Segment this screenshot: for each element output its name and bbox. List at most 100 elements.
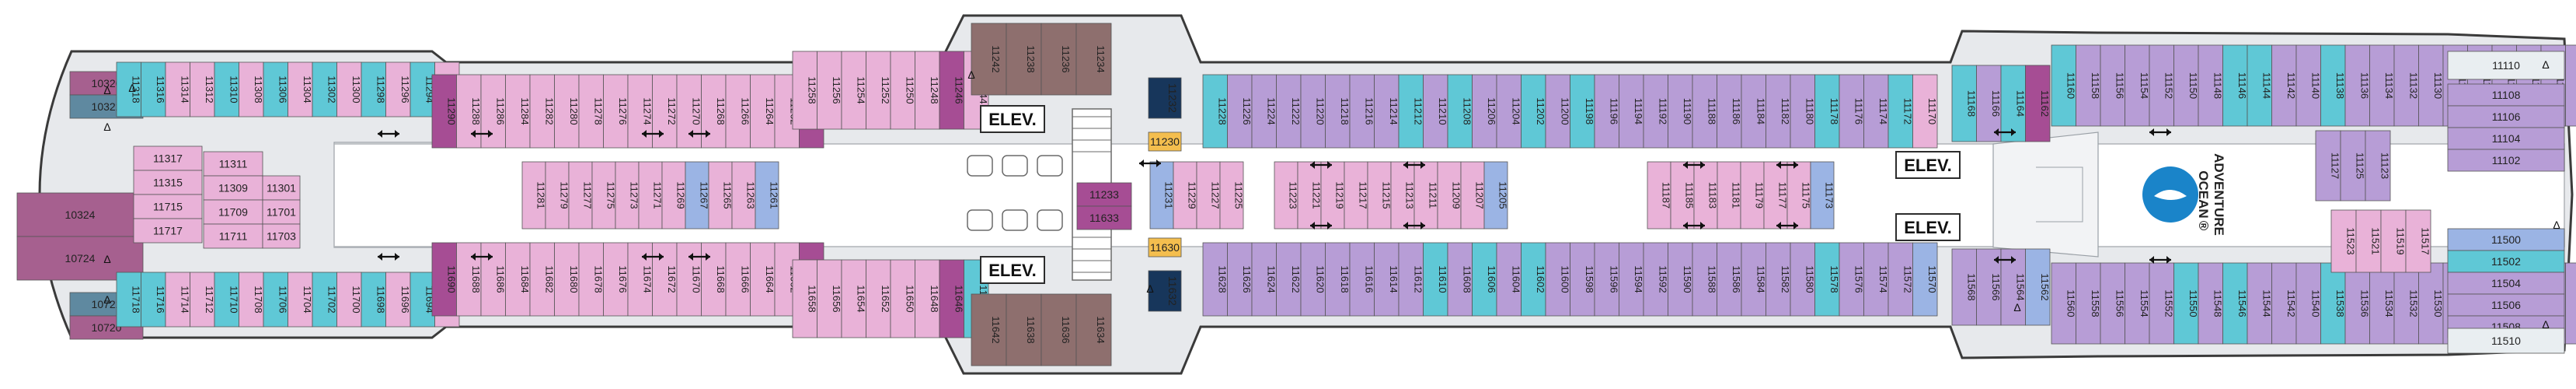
cabin-11271[interactable]: 11271 [638,161,664,230]
cabin-11156[interactable]: 11156 [2100,44,2125,127]
cabin-11125[interactable]: 11125 [2340,130,2366,202]
cabin-11106[interactable]: 11106 [2447,105,2565,128]
cabin-11242[interactable]: 11242 [971,23,1007,96]
cabin-11142[interactable]: 11142 [2271,44,2297,127]
cabin-11701[interactable]: 11701 [262,199,301,225]
cabin-11698[interactable]: 11698 [361,272,386,328]
cabin-11185[interactable]: 11185 [1670,161,1696,230]
cabin-11222[interactable]: 11222 [1276,74,1302,149]
cabin-11546[interactable]: 11546 [2222,262,2248,345]
cabin-11207[interactable]: 11207 [1460,161,1486,230]
cabin-11633[interactable]: 11633 [1076,205,1132,230]
cabin-11521[interactable]: 11521 [2355,209,2382,273]
cabin-11312[interactable]: 11312 [190,61,215,117]
cabin-11279[interactable]: 11279 [545,161,570,230]
cabin-11622[interactable]: 11622 [1276,242,1302,317]
cabin-11258[interactable]: 11258 [792,51,817,130]
cabin-11148[interactable]: 11148 [2198,44,2223,127]
cabin-11127[interactable]: 11127 [2315,130,2341,202]
cabin-11714[interactable]: 11714 [165,272,190,328]
cabin-11294[interactable]: 11294 [410,61,435,117]
cabin-11574[interactable]: 11574 [1863,242,1889,317]
cabin-11278[interactable]: 11278 [578,74,604,149]
cabin-11602[interactable]: 11602 [1521,242,1546,317]
cabin-11308[interactable]: 11308 [239,61,264,117]
cabin-11534[interactable]: 11534 [2369,262,2395,345]
cabin-11177[interactable]: 11177 [1763,161,1789,230]
cabin-11256[interactable]: 11256 [817,51,842,130]
cabin-11205[interactable]: 11205 [1483,161,1509,230]
cabin-11187[interactable]: 11187 [1647,161,1672,230]
cabin-11173[interactable]: 11173 [1810,161,1835,230]
cabin-11178[interactable]: 11178 [1814,74,1840,149]
cabin-11183[interactable]: 11183 [1693,161,1719,230]
cabin-11146[interactable]: 11146 [2222,44,2248,127]
cabin-11592[interactable]: 11592 [1643,242,1668,317]
cabin-11298[interactable]: 11298 [361,61,386,117]
cabin-11568[interactable]: 11568 [1951,248,1977,326]
cabin-11672[interactable]: 11672 [652,242,678,317]
cabin-11712[interactable]: 11712 [190,272,215,328]
cabin-11690[interactable]: 11690 [431,242,457,317]
cabin-11650[interactable]: 11650 [890,259,915,338]
cabin-11252[interactable]: 11252 [866,51,891,130]
cabin-11282[interactable]: 11282 [529,74,555,149]
cabin-11658[interactable]: 11658 [792,259,817,338]
cabin-11236[interactable]: 11236 [1041,23,1077,96]
cabin-11688[interactable]: 11688 [456,242,482,317]
cabin-11636[interactable]: 11636 [1041,293,1077,366]
cabin-11218[interactable]: 11218 [1325,74,1351,149]
cabin-11718[interactable]: 11718 [116,272,141,328]
cabin-11136[interactable]: 11136 [2344,44,2370,127]
cabin-11684[interactable]: 11684 [505,242,531,317]
cabin-11540[interactable]: 11540 [2295,262,2321,345]
cabin-11558[interactable]: 11558 [2076,262,2101,345]
elevator-4[interactable]: ELEV. [1895,213,1961,241]
cabin-11676[interactable]: 11676 [603,242,629,317]
cabin-11580[interactable]: 11580 [1790,242,1815,317]
cabin-11517[interactable]: 11517 [2405,209,2431,273]
cabin-11212[interactable]: 11212 [1398,74,1424,149]
cabin-11211[interactable]: 11211 [1413,161,1439,230]
cabin-11504[interactable]: 11504 [2447,272,2565,295]
cabin-11710[interactable]: 11710 [214,272,239,328]
cabin-11206[interactable]: 11206 [1472,74,1497,149]
cabin-11674[interactable]: 11674 [627,242,653,317]
cabin-11202[interactable]: 11202 [1521,74,1546,149]
cabin-11708[interactable]: 11708 [239,272,264,328]
cabin-11198[interactable]: 11198 [1570,74,1595,149]
cabin-11223[interactable]: 11223 [1274,161,1299,230]
cabin-11598[interactable]: 11598 [1570,242,1595,317]
cabin-11586[interactable]: 11586 [1717,242,1742,317]
cabin-11315[interactable]: 11315 [133,170,203,195]
cabin-11632[interactable]: 11632 [1148,270,1182,312]
cabin-11272[interactable]: 11272 [652,74,678,149]
cabin-11230[interactable]: 11230 [1148,131,1182,152]
cabin-11118[interactable]: 11118 [2565,44,2576,127]
cabin-11152[interactable]: 11152 [2149,44,2174,127]
cabin-11523[interactable]: 11523 [2330,209,2357,273]
cabin-11594[interactable]: 11594 [1619,242,1644,317]
cabin-11188[interactable]: 11188 [1692,74,1717,149]
cabin-11265[interactable]: 11265 [708,161,734,230]
cabin-11648[interactable]: 11648 [915,259,940,338]
cabin-11175[interactable]: 11175 [1786,161,1812,230]
cabin-11221[interactable]: 11221 [1297,161,1323,230]
cabin-11232[interactable]: 11232 [1148,77,1182,119]
cabin-11138[interactable]: 11138 [2320,44,2346,127]
cabin-11266[interactable]: 11266 [725,74,751,149]
cabin-11275[interactable]: 11275 [591,161,617,230]
cabin-11264[interactable]: 11264 [750,74,776,149]
cabin-11226[interactable]: 11226 [1227,74,1253,149]
cabin-11502[interactable]: 11502 [2447,250,2565,273]
cabin-11229[interactable]: 11229 [1173,161,1198,230]
cabin-11302[interactable]: 11302 [312,61,337,117]
cabin-11518[interactable]: 11518 [2565,262,2576,345]
cabin-11680[interactable]: 11680 [554,242,580,317]
cabin-11556[interactable]: 11556 [2100,262,2125,345]
cabin-11168[interactable]: 11168 [1951,65,1977,142]
cabin-11246[interactable]: 11246 [939,51,964,130]
cabin-11102[interactable]: 11102 [2447,149,2565,172]
cabin-11248[interactable]: 11248 [915,51,940,130]
cabin-11548[interactable]: 11548 [2198,262,2223,345]
